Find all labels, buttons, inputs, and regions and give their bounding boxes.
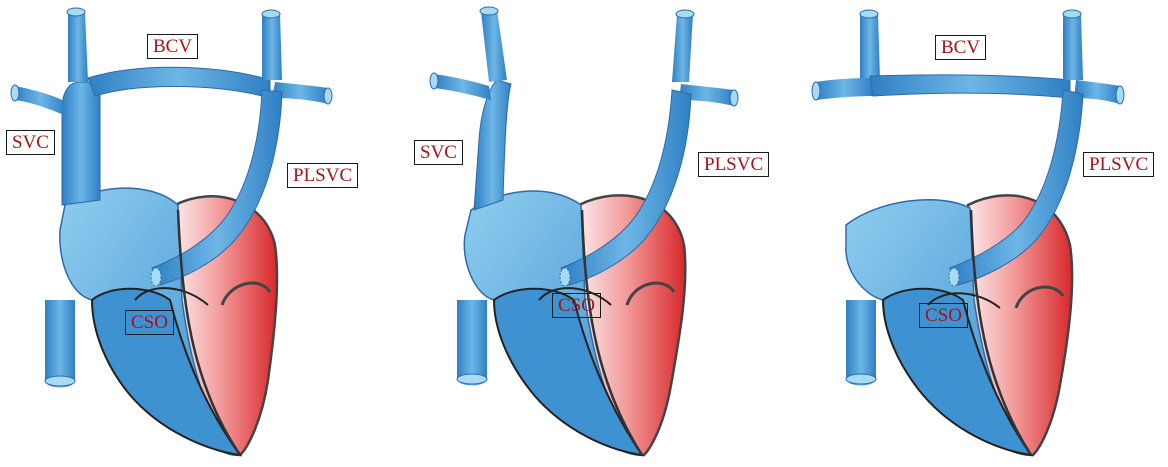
cso-label: CSO (919, 303, 968, 328)
right-jugular-vessel (481, 10, 507, 82)
bcv-vessel (870, 75, 1070, 98)
plsvc-label: PLSVC (1083, 152, 1154, 177)
bcv-label: BCV (147, 34, 198, 59)
left-jugular-vessel (1063, 14, 1083, 80)
heart-illustration (0, 0, 390, 467)
right-jugular-vessel (68, 12, 88, 82)
plsvc-label: PLSVC (287, 163, 358, 188)
ivc-vessel (45, 300, 75, 388)
cso-label: CSO (125, 310, 174, 335)
ivc-vessel (846, 300, 876, 386)
right-bcv-branch (15, 86, 66, 116)
left-jugular-vessel (262, 14, 282, 80)
panel-svc-bcv-plsvc: BCV SVC PLSVC CSO (0, 0, 390, 467)
right-bcv-branch (816, 78, 873, 100)
svc-vessel (62, 82, 100, 205)
svc-label: SVC (6, 130, 55, 155)
ivc-vessel (457, 300, 487, 386)
panel-bcv-plsvc: BCV PLSVC CSO (778, 0, 1168, 467)
bcv-vessel (88, 67, 270, 98)
svc-label: SVC (414, 140, 463, 165)
right-bcv-branch (434, 74, 491, 100)
svc-vessel (474, 80, 511, 210)
left-jugular-vessel (672, 14, 693, 82)
bcv-label: BCV (935, 35, 986, 60)
right-jugular-vessel (860, 14, 880, 80)
cso-label: CSO (552, 293, 601, 318)
heart-illustration (778, 0, 1168, 467)
plsvc-label: PLSVC (698, 152, 769, 177)
heart-illustration (389, 0, 779, 467)
panel-svc-plsvc: SVC PLSVC CSO (389, 0, 779, 467)
